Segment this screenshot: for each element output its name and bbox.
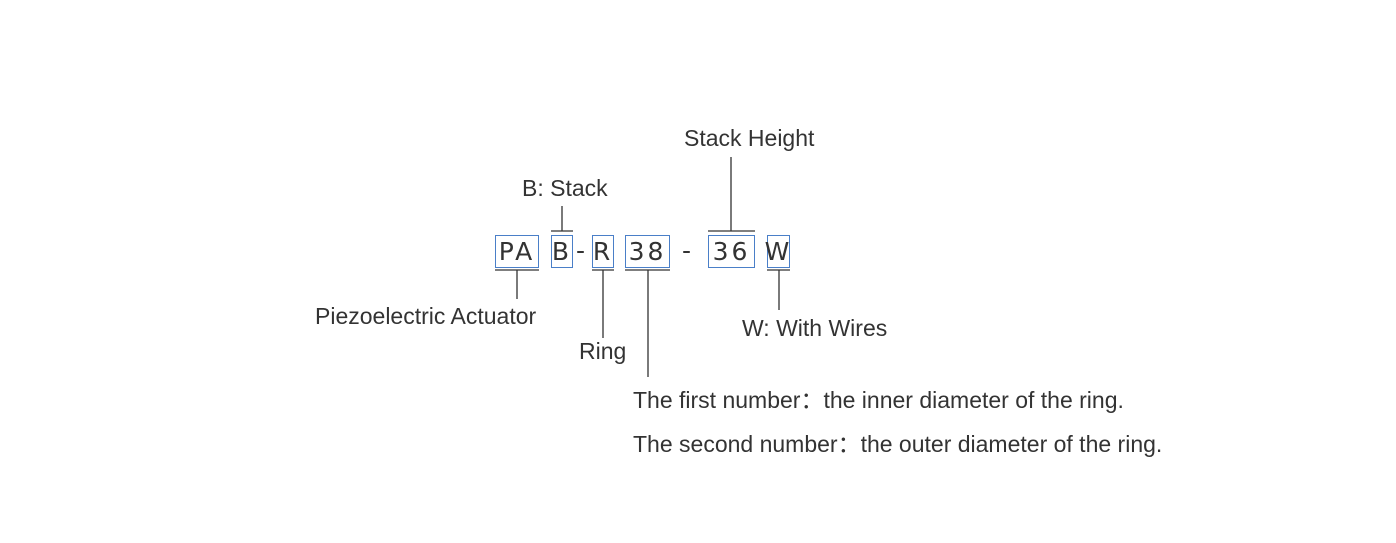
- code-segment-pa: PA: [495, 235, 539, 268]
- label-second-number: The second number：the outer diameter of …: [633, 431, 1163, 457]
- label-with-wires: W: With Wires: [742, 315, 888, 341]
- label-piezoelectric-actuator: Piezoelectric Actuator: [315, 303, 537, 329]
- code-segment-b: B: [551, 235, 573, 268]
- code-dash-2: -: [682, 236, 692, 265]
- code-segment-38: 38: [625, 235, 670, 268]
- label-first-number: The first number：the inner diameter of t…: [633, 387, 1124, 413]
- code-segment-w: W: [764, 235, 793, 268]
- code-segment-r: R: [592, 235, 614, 268]
- code-segment-36: 36: [708, 235, 755, 268]
- label-b-stack: B: Stack: [522, 175, 608, 201]
- label-stack-height: Stack Height: [684, 125, 815, 151]
- label-ring: Ring: [579, 338, 627, 364]
- code-dash-1: -: [576, 236, 586, 265]
